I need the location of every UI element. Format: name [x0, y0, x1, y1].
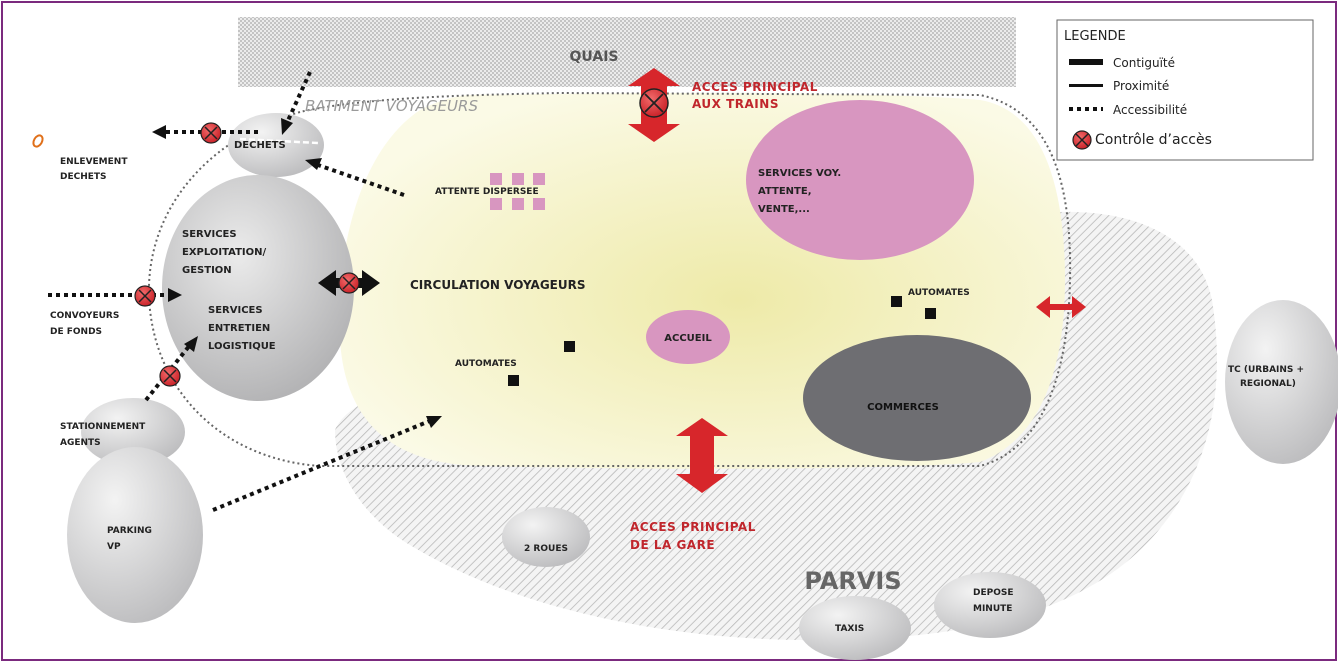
enlevement-label-2: DECHETS	[60, 172, 107, 182]
services-voy-label-3: VENTE,...	[758, 204, 810, 215]
legend-controle-icon	[1072, 130, 1092, 150]
accessibility-arrowheads	[152, 118, 442, 428]
legend: LEGENDE Contiguïté Proximité Accessibili…	[1056, 19, 1314, 161]
controle-acces-markers	[134, 88, 669, 387]
stationnement-zone	[81, 398, 185, 466]
circulation-label: CIRCULATION VOYAGEURS	[410, 278, 586, 292]
quais-band	[238, 17, 1016, 87]
services-voy-label-1: SERVICES VOY.	[758, 168, 841, 179]
automates-left-label: AUTOMATES	[455, 359, 517, 369]
depose-label-2: MINUTE	[973, 604, 1012, 614]
batiment-voyageurs-label: BATIMENT VOYAGEURS	[305, 97, 478, 115]
stationnement-label-2: AGENTS	[60, 438, 101, 448]
attente-dispersee-squares	[490, 173, 545, 210]
acces-gare-arrow	[676, 418, 728, 493]
tc-zone	[1225, 300, 1338, 464]
services-entretien-label-3: LOGISTIQUE	[208, 341, 276, 352]
parking-label-2: VP	[107, 542, 121, 552]
acces-trains-label-2: AUX TRAINS	[692, 97, 779, 111]
acces-trains-label-1: ACCES PRINCIPAL	[692, 80, 818, 94]
depose-minute-zone	[934, 572, 1046, 638]
services-voy-label-2: ATTENTE,	[758, 186, 812, 197]
deux-roues-label: 2 ROUES	[524, 544, 568, 554]
accueil-zone	[646, 310, 730, 364]
tc-label-1: TC (URBAINS +	[1228, 365, 1304, 375]
legend-proximite-label: Proximité	[1113, 79, 1169, 93]
commerces-zone	[803, 335, 1031, 461]
taxis-zone	[799, 596, 911, 660]
services-exploitation-label-3: GESTION	[182, 265, 232, 276]
services-voy-zone	[746, 100, 974, 260]
services-exploitation-label-2: EXPLOITATION/	[182, 247, 267, 258]
stationnement-label-1: STATIONNEMENT	[60, 422, 146, 432]
enlevement-label-1: ENLEVEMENT	[60, 157, 128, 167]
accueil-label: ACCUEIL	[664, 333, 712, 344]
commerces-label: COMMERCES	[867, 402, 939, 413]
tc-link-arrow	[1036, 296, 1086, 318]
legend-controle-label: Contrôle d’accès	[1095, 132, 1212, 148]
depose-label-1: DEPOSE	[973, 588, 1014, 598]
parking-label-1: PARKING	[107, 526, 152, 536]
services-entretien-label-1: SERVICES	[208, 305, 263, 316]
attente-dispersee-label: ATTENTE DISPERSEE	[435, 187, 539, 197]
automates-markers	[508, 296, 936, 386]
legend-box	[1056, 19, 1314, 161]
services-entretien-label-2: ENTRETIEN	[208, 323, 270, 334]
acces-gare-label-1: ACCES PRINCIPAL	[630, 520, 756, 534]
legend-contiguite-line	[1069, 59, 1103, 65]
dechets-white-line	[239, 137, 319, 145]
convoyeurs-label-2: DE FONDS	[50, 327, 102, 337]
small-orange-marker	[32, 134, 44, 148]
automates-right-label: AUTOMATES	[908, 288, 970, 298]
legend-accessibilite-label: Accessibilité	[1113, 103, 1187, 117]
deux-roues-zone	[502, 507, 590, 567]
services-exploitation-label-1: SERVICES	[182, 229, 237, 240]
services-zone	[162, 175, 354, 401]
dechets-zone	[228, 113, 324, 177]
convoyeurs-label-1: CONVOYEURS	[50, 311, 119, 321]
legend-contiguite-label: Contiguïté	[1113, 56, 1175, 70]
parvis-label: PARVIS	[804, 567, 901, 595]
tc-label-2: REGIONAL)	[1240, 379, 1296, 389]
dechets-label: DECHETS	[234, 140, 286, 151]
taxis-label: TAXIS	[835, 624, 864, 634]
acces-gare-label-2: DE LA GARE	[630, 538, 715, 552]
legend-title: LEGENDE	[1064, 29, 1126, 44]
quais-label: QUAIS	[570, 49, 619, 65]
legend-proximite-line	[1069, 84, 1103, 87]
parking-zone	[67, 447, 203, 623]
